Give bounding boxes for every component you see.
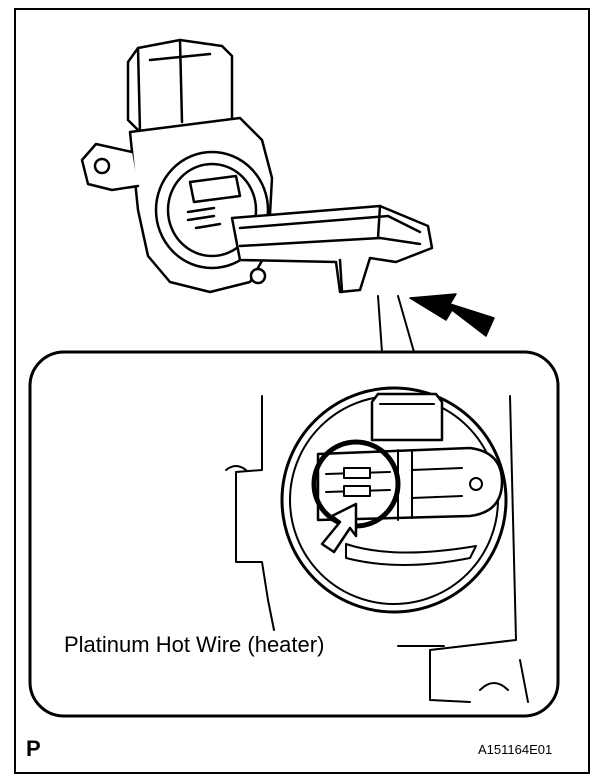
flow-direction-arrow-icon [409, 293, 495, 337]
inset-housing-lines [225, 395, 529, 703]
figure-code: A151164E01 [478, 742, 553, 757]
detail-inset-box [28, 350, 560, 718]
inset-sensor-port [280, 386, 508, 614]
airflow-sensor-body [80, 38, 434, 294]
platinum-hot-wire-element [325, 467, 391, 497]
illustration-frame [14, 8, 590, 774]
hot-wire-callout-label: Platinum Hot Wire (heater) [64, 632, 325, 657]
pointer-arrow-icon [320, 502, 358, 554]
corner-mark: P [26, 736, 41, 761]
